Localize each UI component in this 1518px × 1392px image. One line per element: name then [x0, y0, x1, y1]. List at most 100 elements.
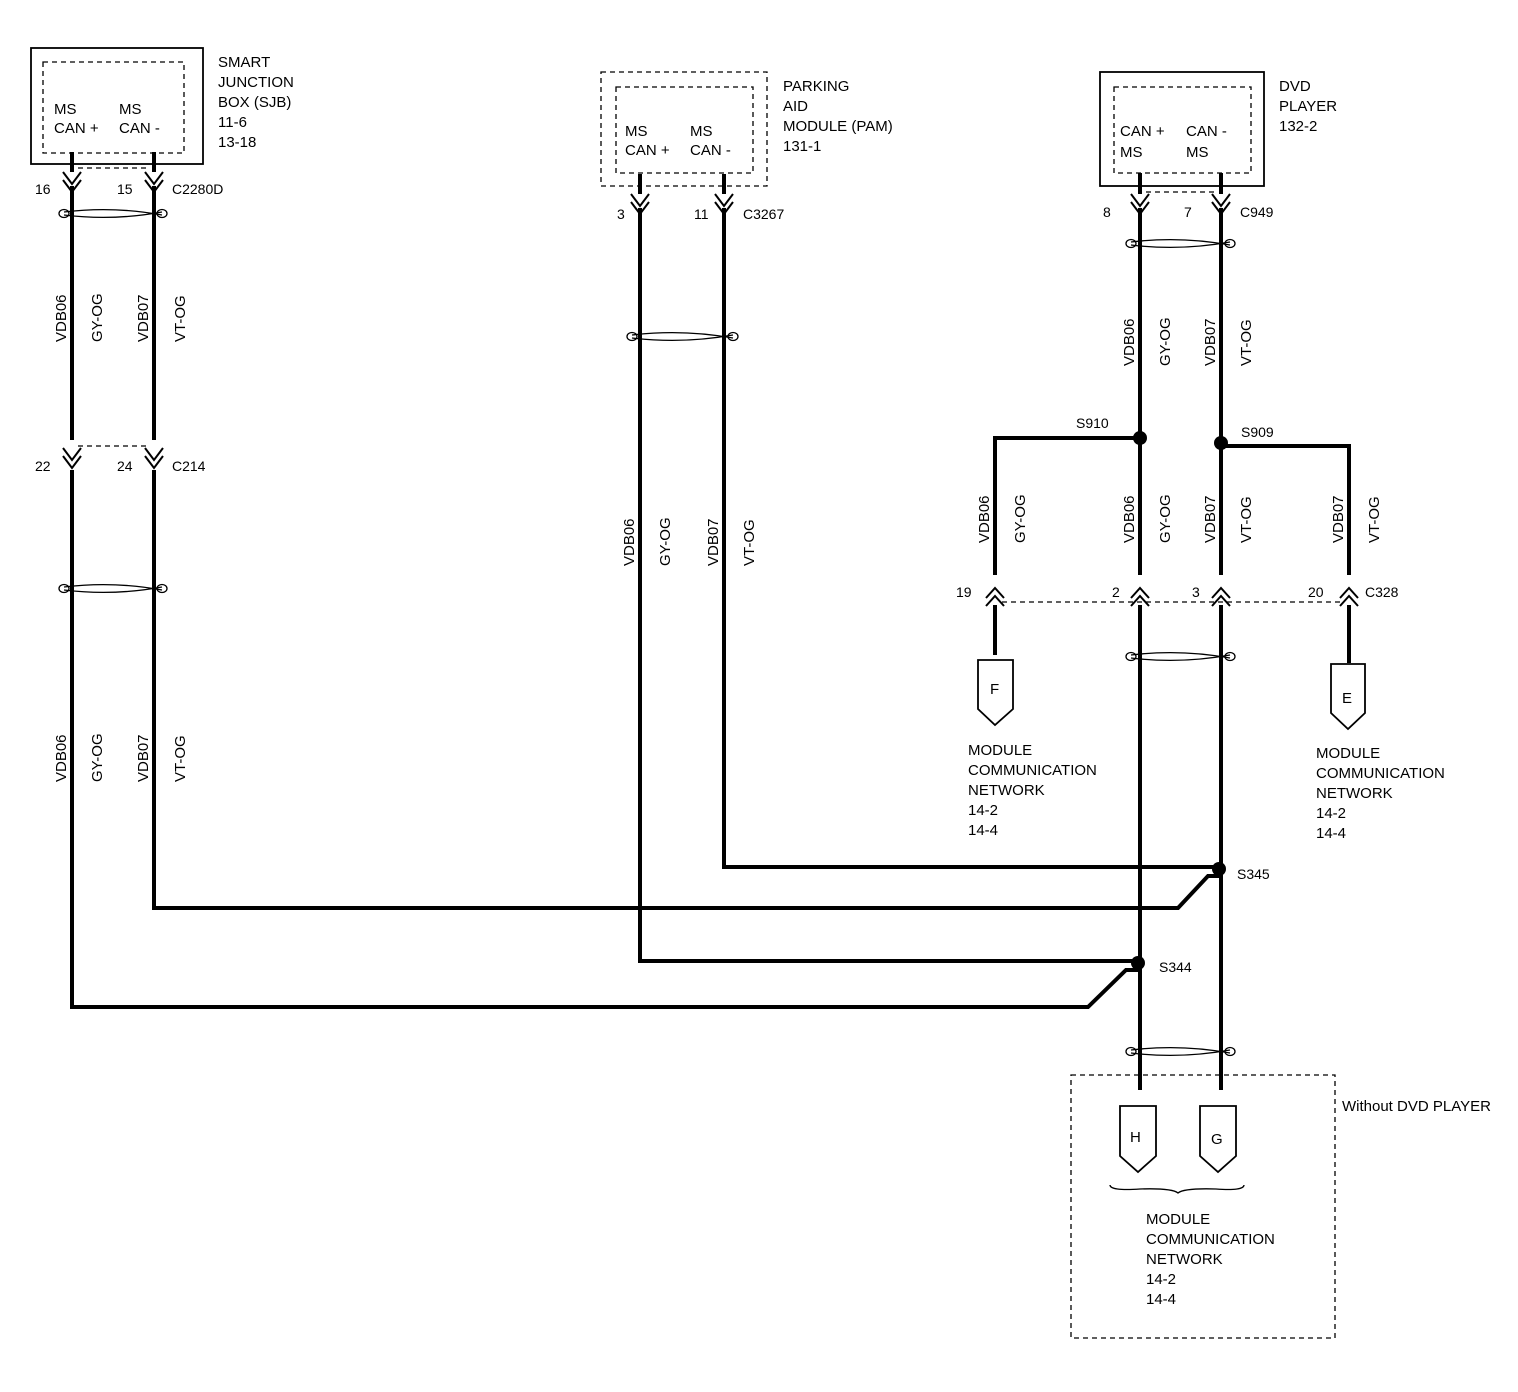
- wire-label-pam-plus-circuit: VDB06: [621, 518, 638, 566]
- wire-label-sjb-low-plus-circuit: VDB06: [53, 734, 70, 782]
- svg-text:COMMUNICATION: COMMUNICATION: [1316, 765, 1445, 782]
- splice-s345-label: S345: [1237, 866, 1270, 882]
- wire-label-sjb-up-plus-circuit: VDB06: [53, 294, 70, 342]
- splice-labels: S910 S909 S345 S344: [1076, 415, 1274, 975]
- svg-text:14-4: 14-4: [968, 822, 998, 839]
- svg-text:NETWORK: NETWORK: [1146, 1251, 1223, 1268]
- pam-pin-minus-2: CAN -: [690, 142, 731, 159]
- svg-text:COMMUNICATION: COMMUNICATION: [968, 762, 1097, 779]
- c328-pin-3: 3: [1192, 584, 1200, 600]
- twist-pam: [626, 331, 739, 342]
- svg-text:MODULE: MODULE: [1316, 745, 1380, 762]
- splice-s909-dot: [1214, 436, 1228, 450]
- ref-e-text: MODULE COMMUNICATION NETWORK 14-2 14-4: [1316, 745, 1445, 842]
- c328-pin-20: 20: [1308, 584, 1324, 600]
- dvd-pin-minus-2: MS: [1186, 144, 1209, 161]
- pam-name-line-1: PARKING: [783, 78, 849, 95]
- wire-label-trunk-plus-color: GY-OG: [1157, 494, 1174, 543]
- dvd-name-line-1: DVD: [1279, 78, 1311, 95]
- svg-text:NETWORK: NETWORK: [1316, 785, 1393, 802]
- c949-pin-7: 7: [1184, 204, 1192, 220]
- wire-label-e-color: VT-OG: [1366, 496, 1383, 543]
- svg-text:COMMUNICATION: COMMUNICATION: [1146, 1231, 1275, 1248]
- sjb-name-line-3: BOX (SJB): [218, 94, 291, 111]
- splice-dots: [1131, 431, 1228, 970]
- splice-s909-label: S909: [1241, 424, 1274, 440]
- svg-text:14-2: 14-2: [968, 802, 998, 819]
- wire-label-f-color: GY-OG: [1012, 494, 1029, 543]
- pam-ref: 131-1: [783, 138, 821, 155]
- c2280d-pin-16: 16: [35, 181, 51, 197]
- twist-sjb-top: [58, 208, 168, 219]
- sjb-ref-2: 13-18: [218, 134, 256, 151]
- wire-label-sjb-low-minus-color: VT-OG: [172, 735, 189, 782]
- wire-label-f-circuit: VDB06: [976, 495, 993, 543]
- svg-text:14-2: 14-2: [1146, 1271, 1176, 1288]
- c2280d-label: C2280D: [172, 181, 223, 197]
- without-dvd-label: Without DVD PLAYER: [1342, 1098, 1491, 1115]
- sjb-name-line-1: SMART: [218, 54, 270, 71]
- wire-label-dvd-minus-color: VT-OG: [1238, 319, 1255, 366]
- twist-bottom: [1125, 1046, 1236, 1057]
- connector-chevrons: [62, 171, 1359, 607]
- c949-label: C949: [1240, 204, 1274, 220]
- wire-label-pam-plus-color: GY-OG: [657, 517, 674, 566]
- ref-f-letter: F: [990, 681, 999, 698]
- sjb-name-line-2: JUNCTION: [218, 74, 294, 91]
- ref-g-flag: [1199, 1105, 1237, 1174]
- svg-text:14-4: 14-4: [1146, 1291, 1176, 1308]
- splice-s910-label: S910: [1076, 415, 1109, 431]
- c3267-pin-3: 3: [617, 206, 625, 222]
- splice-s344-label: S344: [1159, 959, 1192, 975]
- ref-f-flag: [977, 659, 1014, 727]
- reference-flags: [977, 659, 1366, 1174]
- ref-g-letter: G: [1211, 1131, 1223, 1148]
- without-dvd-box: [1070, 1074, 1336, 1339]
- parking-aid-module: PARKING AID MODULE (PAM) 131-1 MS CAN + …: [600, 71, 893, 187]
- c214-label: C214: [172, 458, 206, 474]
- wire-label-dvd-plus-circuit: VDB06: [1121, 318, 1138, 366]
- pam-pin-plus-1: MS: [625, 123, 648, 140]
- ref-f-text: MODULE COMMUNICATION NETWORK 14-2 14-4: [968, 742, 1097, 839]
- dvd-ref: 132-2: [1279, 118, 1317, 135]
- svg-text:MODULE: MODULE: [1146, 1211, 1210, 1228]
- wire-label-dvd-plus-color: GY-OG: [1157, 317, 1174, 366]
- sjb-pin-plus-2: CAN +: [54, 120, 99, 137]
- wire-labels: VDB06 GY-OG VDB07 VT-OG VDB06 GY-OG VDB0…: [53, 293, 1383, 782]
- dvd-pin-plus-2: MS: [1120, 144, 1143, 161]
- ref-hg-text: MODULE COMMUNICATION NETWORK 14-2 14-4: [1146, 1211, 1275, 1308]
- splice-s910-dot: [1133, 431, 1147, 445]
- sjb-pin-minus-2: CAN -: [119, 120, 160, 137]
- dvd-name-line-2: PLAYER: [1279, 98, 1337, 115]
- twist-dvd-top: [1125, 238, 1236, 249]
- dvd-pin-plus-1: CAN +: [1120, 123, 1165, 140]
- c3267-label: C3267: [743, 206, 784, 222]
- sjb-pin-minus-1: MS: [119, 101, 142, 118]
- wire-label-trunk-plus-circuit: VDB06: [1121, 495, 1138, 543]
- svg-text:MODULE: MODULE: [968, 742, 1032, 759]
- wire-network: [70, 152, 1351, 1090]
- wire-label-sjb-up-minus-color: VT-OG: [172, 295, 189, 342]
- ref-e-letter: E: [1342, 690, 1352, 707]
- c328-pin-2: 2: [1112, 584, 1120, 600]
- connector-dashed-bodies: [78, 167, 1342, 603]
- dvd-player-module: DVD PLAYER 132-2 CAN + MS CAN - MS: [1099, 71, 1337, 187]
- sjb-pin-plus-1: MS: [54, 101, 77, 118]
- svg-text:14-2: 14-2: [1316, 805, 1346, 822]
- ref-h-letter: H: [1130, 1129, 1141, 1146]
- pam-pin-minus-1: MS: [690, 123, 713, 140]
- wire-label-sjb-up-minus-circuit: VDB07: [135, 294, 152, 342]
- sjb-ref-1: 11-6: [218, 114, 247, 131]
- twist-c328: [1125, 651, 1236, 662]
- c2280d-pin-15: 15: [117, 181, 133, 197]
- splice-s344-dot: [1131, 956, 1145, 970]
- c328-label: C328: [1365, 584, 1399, 600]
- svg-text:NETWORK: NETWORK: [968, 782, 1045, 799]
- dvd-pin-minus-1: CAN -: [1186, 123, 1227, 140]
- svg-text:14-4: 14-4: [1316, 825, 1346, 842]
- c949-pin-8: 8: [1103, 204, 1111, 220]
- hg-brace: [1109, 1184, 1245, 1194]
- wire-label-pam-minus-circuit: VDB07: [705, 518, 722, 566]
- wire-label-sjb-up-plus-color: GY-OG: [89, 293, 106, 342]
